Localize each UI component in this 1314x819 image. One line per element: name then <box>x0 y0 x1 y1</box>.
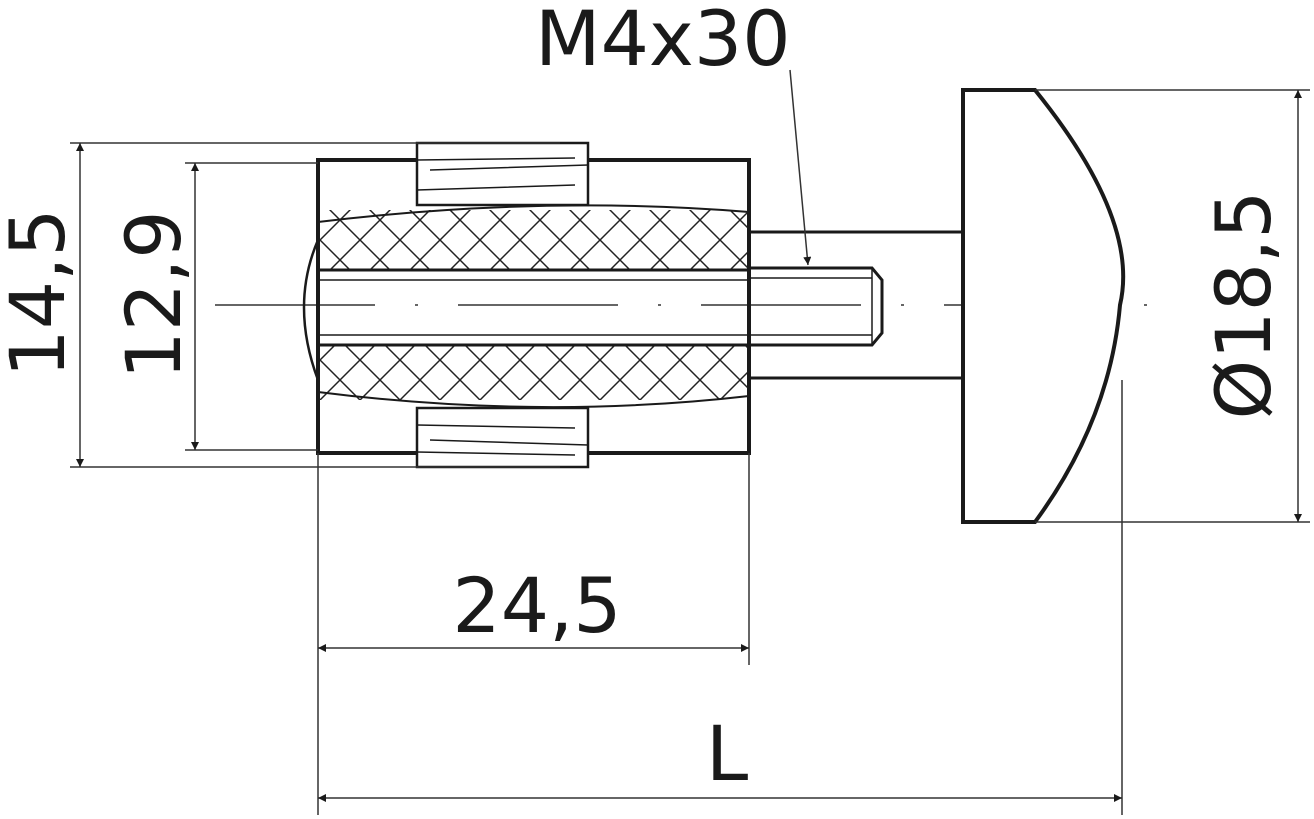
total-length-label: L <box>706 709 748 798</box>
outer-height-label: 14,5 <box>0 208 82 377</box>
sleeve-length-label: 24,5 <box>452 561 621 650</box>
head-diameter-label: Ø18,5 <box>1199 190 1288 419</box>
inner-height-label: 12,9 <box>109 210 198 379</box>
thread-leader-line <box>789 69 812 266</box>
bolt <box>749 230 963 380</box>
bolt-head <box>961 88 1126 524</box>
sleeve <box>302 141 751 469</box>
thread-label: M4x30 <box>535 0 791 83</box>
